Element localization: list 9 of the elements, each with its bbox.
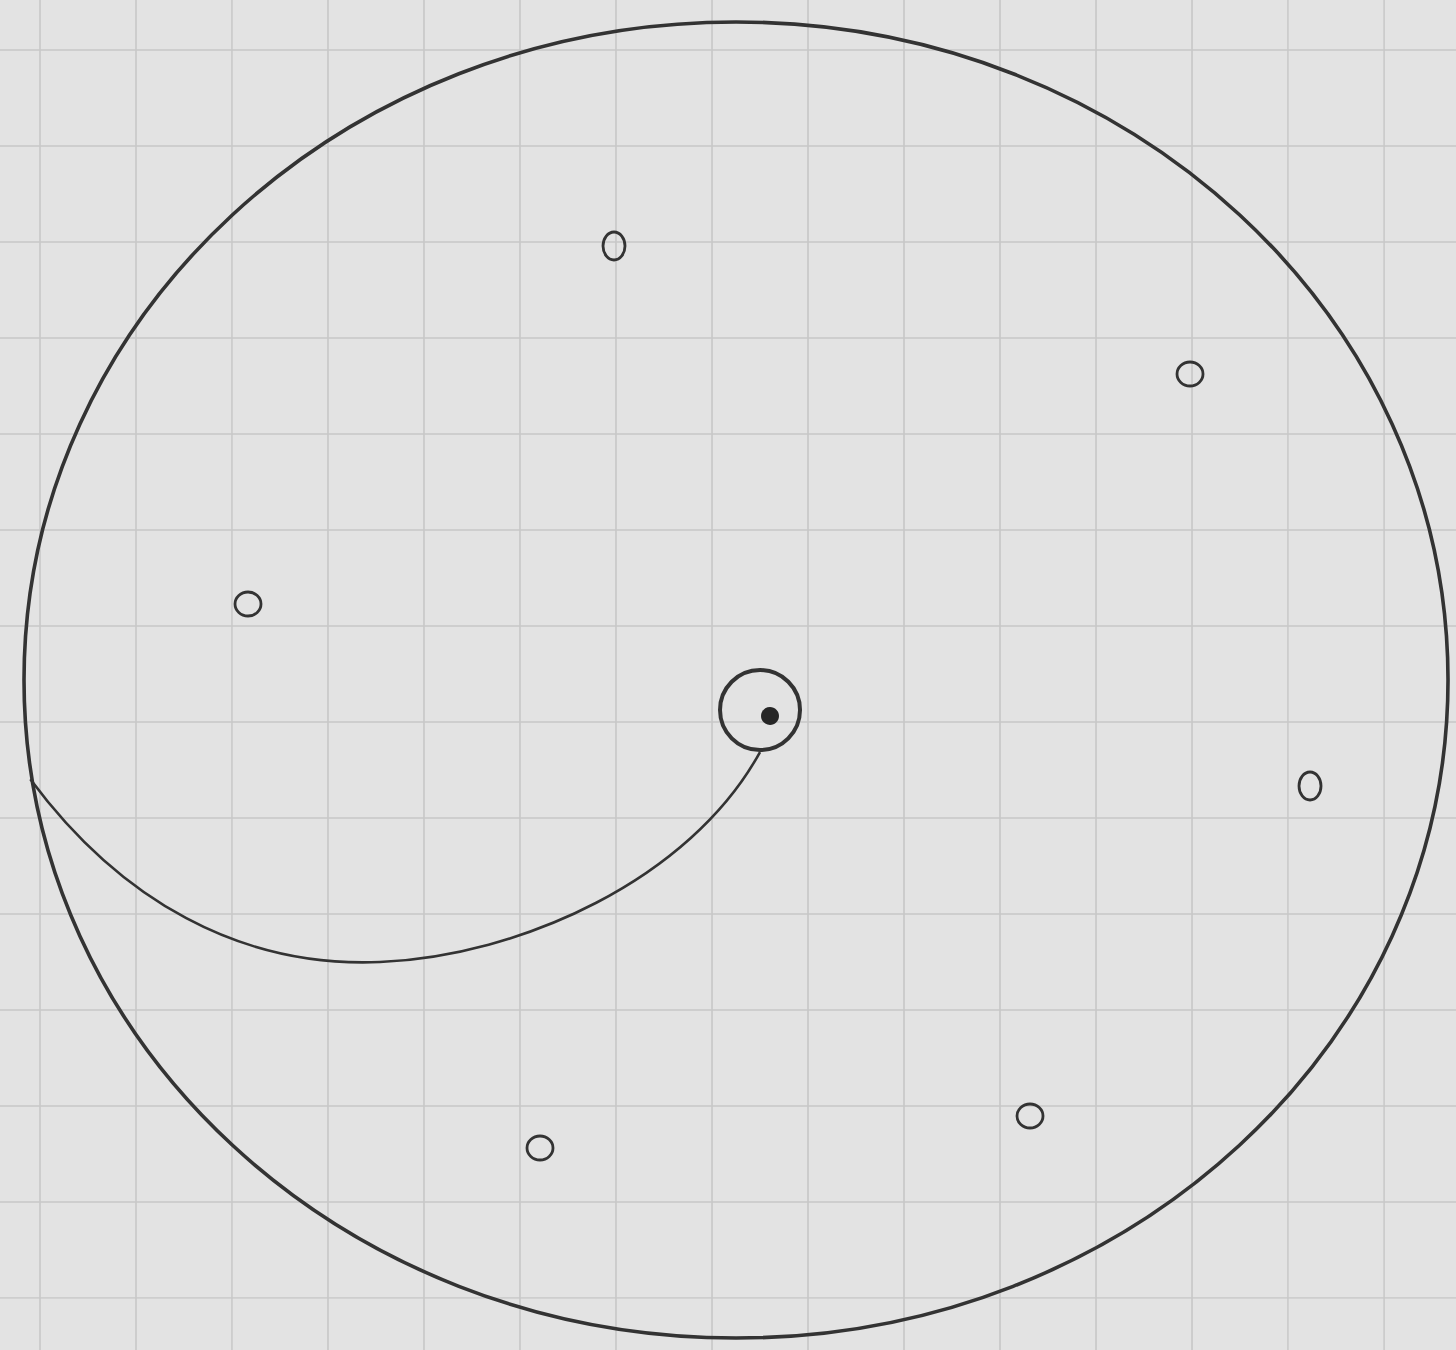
small-circle [1015, 1102, 1045, 1130]
curved-line [29, 751, 762, 964]
center-circle [718, 668, 802, 752]
large-circle [22, 20, 1450, 1340]
small-circle [1297, 770, 1323, 802]
small-circle [601, 230, 627, 262]
small-circle [233, 590, 263, 618]
small-circle [1175, 360, 1205, 388]
small-circle [525, 1134, 555, 1162]
